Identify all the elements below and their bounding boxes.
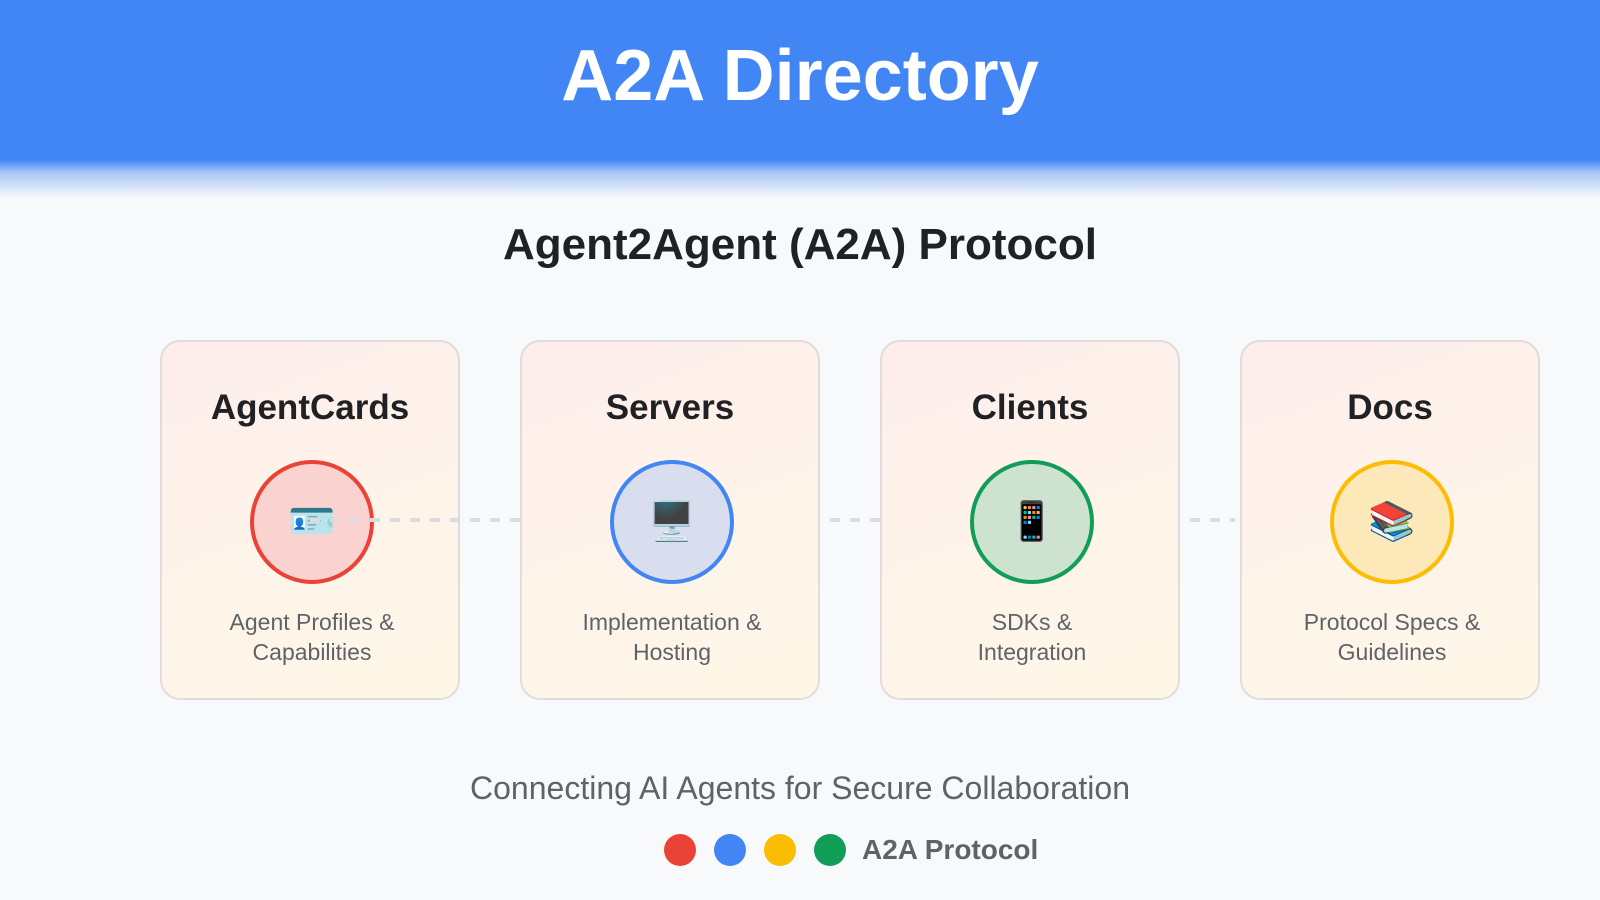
green-dot-icon xyxy=(814,834,846,866)
header-banner: A2A Directory xyxy=(0,0,1600,200)
card-servers[interactable]: Servers 🖥️ Implementation & Hosting xyxy=(520,340,820,700)
card-description: SDKs & Integration xyxy=(977,609,1087,665)
card-title: Clients xyxy=(971,388,1089,427)
section-subtitle: Agent2Agent (A2A) Protocol xyxy=(503,220,1097,269)
card-description: Agent Profiles & Capabilities xyxy=(229,609,395,665)
id-card-icon: 🪪 xyxy=(250,460,374,584)
mobile-phone-icon: 📱 xyxy=(970,460,1094,584)
card-agentcards[interactable]: AgentCards 🪪 Agent Profiles & Capabiliti… xyxy=(160,340,460,700)
blue-dot-icon xyxy=(714,834,746,866)
card-title: Servers xyxy=(605,388,735,427)
yellow-dot-icon xyxy=(764,834,796,866)
books-icon: 📚 xyxy=(1330,460,1454,584)
card-description: Protocol Specs & Guidelines xyxy=(1303,609,1481,665)
footer-brand: A2A Protocol xyxy=(664,834,1038,866)
card-description: Implementation & Hosting xyxy=(582,609,762,665)
card-docs[interactable]: Docs 📚 Protocol Specs & Guidelines xyxy=(1240,340,1540,700)
card-title: AgentCards xyxy=(210,388,410,427)
tagline: Connecting AI Agents for Secure Collabor… xyxy=(470,770,1130,806)
red-dot-icon xyxy=(664,834,696,866)
card-clients[interactable]: Clients 📱 SDKs & Integration xyxy=(880,340,1180,700)
card-title: Docs xyxy=(1347,388,1433,427)
desktop-computer-icon: 🖥️ xyxy=(610,460,734,584)
page-title: A2A Directory xyxy=(561,36,1039,116)
footer-label: A2A Protocol xyxy=(862,834,1039,865)
